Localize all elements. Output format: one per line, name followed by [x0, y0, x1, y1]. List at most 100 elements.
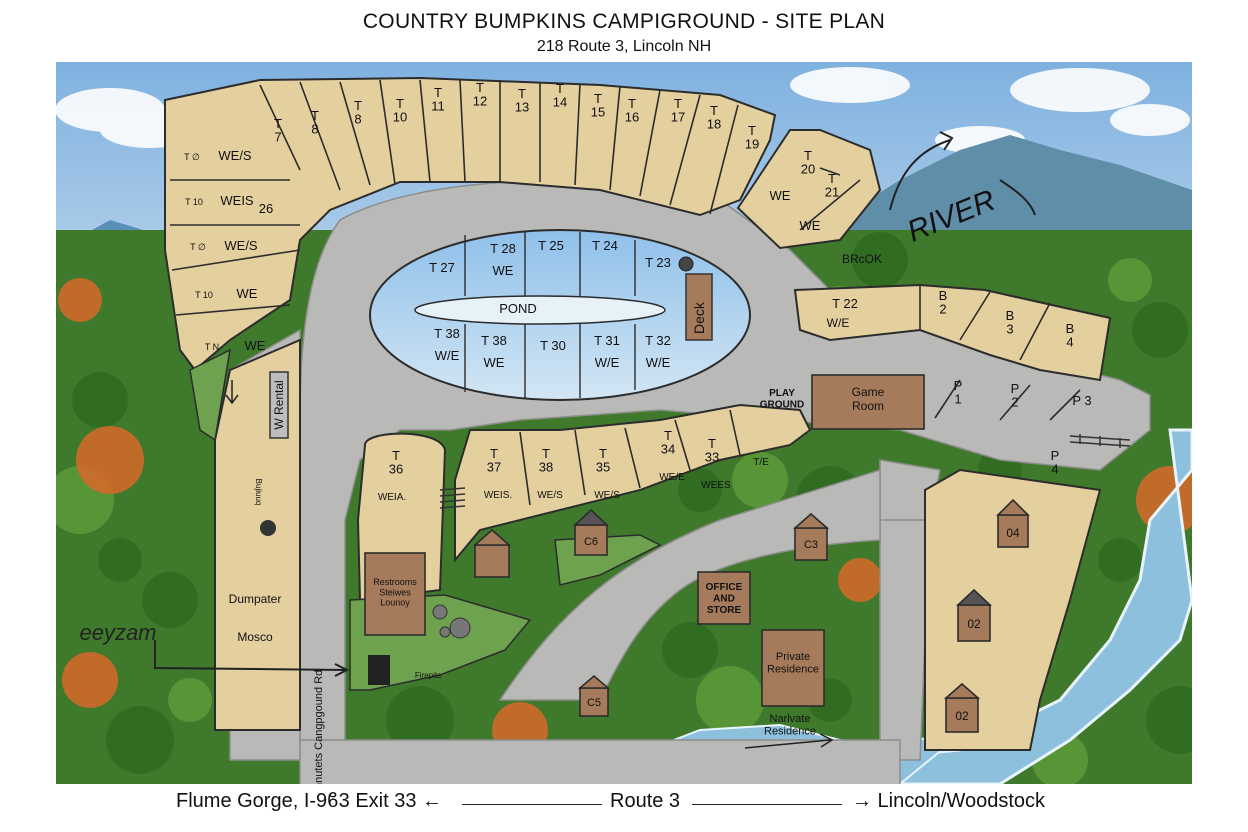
cabin-c5-label: C5 — [587, 697, 601, 709]
site-left-num-line: T ∅ — [190, 242, 206, 252]
site-mid-num-line: 33 — [705, 450, 719, 465]
scribble-label: eeyzam — [79, 620, 156, 645]
page-title: COUNTRY BUMPKINS CAMPIGROUND - SITE PLAN — [362, 10, 886, 33]
site-pond-bottom-type: WE — [484, 355, 505, 370]
site-left-type-line: WE/S — [224, 238, 258, 253]
site-top-label-line: 18 — [707, 117, 721, 132]
site-22-type: W/E — [827, 316, 850, 330]
entrance-arrow-icon — [154, 640, 346, 671]
label-line: Steiwes — [379, 587, 411, 597]
tree — [678, 468, 722, 512]
site-top-label-line: T — [748, 123, 756, 138]
site-pond-top-num: T 25 — [538, 238, 564, 253]
game-room-l1: Game — [852, 385, 885, 399]
pavilion-label: Bujiuuq — [254, 479, 263, 506]
site-p-label-line: 4 — [1051, 462, 1058, 477]
site-mid-num-line: T — [599, 446, 607, 461]
site-top-label-line: 10 — [393, 110, 407, 125]
tree — [98, 538, 142, 582]
firepit-label: Firepits — [415, 671, 441, 680]
footer-line-left — [462, 804, 602, 805]
site-left-type: WE/S — [224, 238, 258, 253]
site-mid-type-line: WEES — [701, 480, 731, 491]
site-mid-type-line: WEIS. — [484, 490, 512, 501]
site-pond-bottom-num: T 31 — [594, 333, 620, 348]
site-p-label: P 3 — [1072, 393, 1091, 408]
site-21-type-line: WE — [800, 218, 821, 233]
site-left-type-line: WEIS — [220, 193, 254, 208]
footer-route: Flume Gorge, I-9ϐ3 Exit 33 ← Route 3 → L… — [0, 790, 1248, 816]
site-left-type: WE — [237, 286, 258, 301]
tree — [1098, 538, 1142, 582]
site-mid-type: WE/E — [659, 472, 685, 483]
site-b-label-line: B — [939, 288, 948, 303]
cabin-02b-label: 02 — [955, 709, 969, 723]
label-line: Room — [852, 399, 884, 413]
residence-arrow-icon — [744, 733, 834, 749]
entrance-arrow-head-icon — [334, 663, 350, 677]
site-top-label-line: T — [396, 96, 404, 111]
site-pond-bottom-num-line: T 38 — [481, 333, 507, 348]
tree — [1132, 302, 1188, 358]
site-pond-bottom-type-line: W/E — [435, 348, 460, 363]
site-p-label-line: 2 — [1011, 395, 1018, 410]
label-line: STORE — [707, 605, 742, 616]
site-mid-num-line: T — [542, 446, 550, 461]
deck — [685, 273, 713, 341]
site-top-label-line: 7 — [274, 130, 281, 145]
site-pond-bottom-num: T 38 — [481, 333, 507, 348]
site-pond-bottom-num: T 32 — [645, 333, 671, 348]
site-22-num: T 22 — [832, 296, 858, 311]
site-top-label-line: T — [674, 96, 682, 111]
site-left-type-line: WE — [245, 338, 266, 353]
cabin-04-label: 04 — [1006, 526, 1020, 540]
site-mid-type-line: WE/S — [594, 490, 620, 501]
dumpster-icon — [368, 655, 390, 685]
site-20-type: WE — [770, 188, 791, 203]
river-arrow-icon — [889, 139, 951, 211]
site-left-num-line: T N — [205, 342, 219, 352]
site-left-num-line: T 10 — [195, 290, 213, 300]
site-pond-top-type-line: WE — [493, 263, 514, 278]
site-mid-type-line: WE/S — [537, 490, 563, 501]
autumn-tree — [62, 652, 118, 708]
steps-icon — [439, 487, 466, 509]
site-top-label-line: T — [476, 80, 484, 95]
site-mid-num-line: T — [490, 446, 498, 461]
site-pond-bottom-type: W/E — [646, 355, 671, 370]
site-pond-bottom-type: W/E — [595, 355, 620, 370]
tree — [732, 452, 788, 508]
label-line: Residence — [767, 664, 819, 676]
residence-2-l1: Narlvate — [770, 713, 811, 725]
site-pond-bottom-num-line: T 32 — [645, 333, 671, 348]
site-top-label-line: T — [556, 81, 564, 96]
buildings — [364, 374, 1030, 733]
site-mid-num-line: T — [664, 428, 672, 443]
site-left-num-line: T 10 — [185, 197, 203, 207]
footbridge-icon — [1069, 434, 1131, 448]
tree — [662, 622, 718, 678]
site-20-num-line: 20 — [801, 162, 815, 177]
site-mid-type-line: T/E — [753, 457, 769, 468]
pond-fountain-icon — [678, 256, 694, 272]
site-pond-bottom-type-line: WE — [484, 355, 505, 370]
site-left-type-line: WE — [237, 286, 258, 301]
site-pond-bottom-num-line: T 31 — [594, 333, 620, 348]
site-pond-top-num: T 24 — [592, 238, 618, 253]
road-name-label: County Ennutets Cangpgound Rd — [313, 670, 325, 784]
